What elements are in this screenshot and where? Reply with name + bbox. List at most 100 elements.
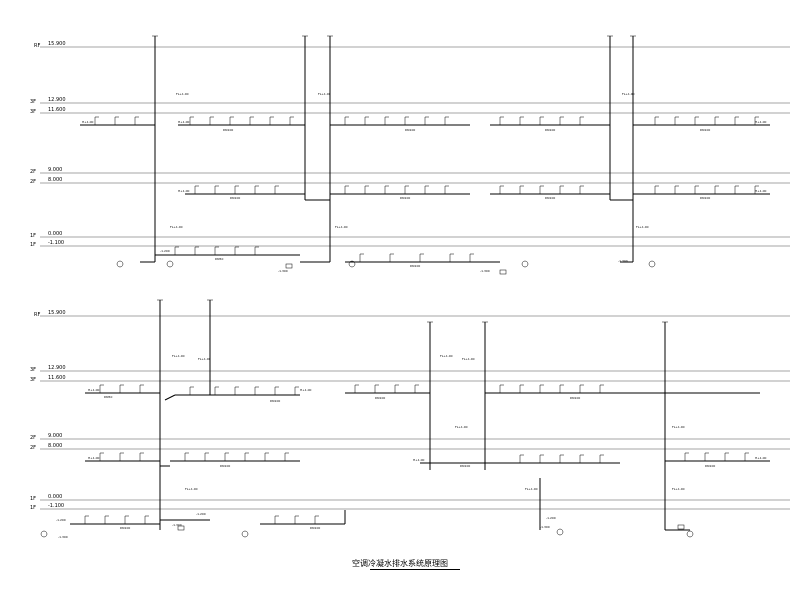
level-value: 0.000 bbox=[48, 231, 62, 237]
level-value: 12.900 bbox=[48, 97, 66, 103]
riser-tops bbox=[157, 299, 668, 323]
level-tag: 2F bbox=[30, 169, 36, 175]
branch-1f bbox=[70, 478, 690, 531]
floor-line-1f-lower: 1F -1.100 bbox=[30, 240, 790, 248]
level-tag: RF bbox=[34, 312, 40, 318]
level-tag: 2F bbox=[30, 435, 36, 441]
level-value: 8.000 bbox=[48, 177, 62, 183]
floor-line-2f-lower: 2F 8.000 bbox=[30, 443, 790, 451]
pipe-label: FL+1.00 bbox=[176, 92, 189, 96]
pipe-label: DN100 bbox=[545, 128, 555, 132]
level-value: 11.600 bbox=[48, 375, 66, 381]
floor-line-1f-upper: 1F 0.000 bbox=[30, 231, 790, 239]
pipe-label: DN100 bbox=[460, 464, 470, 468]
level-value: 15.900 bbox=[48, 41, 66, 47]
floor-line-2f-upper: 2F 9.000 bbox=[30, 433, 790, 441]
top-panel: RF 15.900 3F 12.900 3F 11.600 2F 9.000 2… bbox=[30, 35, 790, 275]
pipe-label: DN100 bbox=[270, 399, 280, 403]
pipe-label: DN100 bbox=[220, 464, 230, 468]
pipe-label: DN100 bbox=[223, 128, 233, 132]
level-value: 8.000 bbox=[48, 443, 62, 449]
outlet-symbols-top bbox=[116, 260, 656, 275]
pipe-label: H+1.00 bbox=[755, 120, 767, 124]
pipe-label: H+1.00 bbox=[82, 120, 94, 124]
pipe-label: FL+1.00 bbox=[440, 354, 453, 358]
level-tag: 1F bbox=[30, 242, 36, 248]
level-value: 15.900 bbox=[48, 310, 66, 316]
pipe-label: FL+1.00 bbox=[318, 92, 331, 96]
level-tag: 1F bbox=[30, 496, 36, 502]
level-tag: RF bbox=[34, 43, 40, 49]
pipe-label: DN100 bbox=[570, 396, 580, 400]
branch-1f bbox=[140, 254, 633, 263]
pipe-label: FL+1.00 bbox=[455, 425, 468, 429]
pipe-label: -1.200 bbox=[196, 512, 206, 516]
fixture-stubs-bottom bbox=[84, 384, 749, 524]
outlet-symbols-bottom bbox=[40, 524, 694, 538]
floor-line-2f-upper: 2F 9.000 bbox=[30, 167, 790, 175]
pipe-label: FL+1.00 bbox=[525, 487, 538, 491]
pipe-label: -1.300 bbox=[480, 269, 490, 273]
floor-line-1f-upper: 1F 0.000 bbox=[30, 494, 790, 502]
pipe-label: -1.200 bbox=[56, 518, 66, 522]
pipe-label: DN50 bbox=[104, 395, 112, 399]
pipe-label: H+1.00 bbox=[88, 456, 100, 460]
level-tag: 2F bbox=[30, 179, 36, 185]
floor-line-3f-lower: 3F 11.600 bbox=[30, 375, 790, 383]
pipe-label: -1.300 bbox=[172, 523, 182, 527]
pipe-label: FL+1.00 bbox=[335, 225, 348, 229]
pipe-label: DN100 bbox=[700, 196, 710, 200]
pipe-label: -1.300 bbox=[540, 525, 550, 529]
floor-line-rf: RF 15.900 bbox=[34, 310, 790, 318]
branch-3f bbox=[85, 392, 760, 401]
pipe-label: DN100 bbox=[545, 196, 555, 200]
floor-line-2f-lower: 2F 8.000 bbox=[30, 177, 790, 185]
floor-line-1f-lower: 1F -1.100 bbox=[30, 503, 790, 511]
pipe-label: DN100 bbox=[375, 396, 385, 400]
pipe-label: -1.200 bbox=[160, 249, 170, 253]
pipe-label: FL+1.00 bbox=[672, 487, 685, 491]
riser-pipes bbox=[159, 300, 666, 530]
pipe-label: H+1.00 bbox=[88, 388, 100, 392]
pipe-label: DN100 bbox=[700, 128, 710, 132]
level-tag: 3F bbox=[30, 99, 36, 105]
pipe-label: DN100 bbox=[410, 264, 420, 268]
pipe-label: DN100 bbox=[705, 464, 715, 468]
branch-2f bbox=[185, 193, 770, 201]
pipe-label: H+1.00 bbox=[413, 458, 425, 462]
pipe-labels-bottom: FL+1.00 FL+1.00 FL+1.00 FL+1.00 FL+1.00 … bbox=[56, 354, 767, 539]
pipe-label: FL+1.00 bbox=[198, 357, 211, 361]
branch-2f bbox=[85, 460, 770, 467]
level-value: -1.100 bbox=[48, 240, 64, 246]
pipe-label: -1.200 bbox=[546, 516, 556, 520]
floor-line-3f-upper: 3F 12.900 bbox=[30, 97, 790, 105]
pipe-label: H+1.00 bbox=[755, 456, 767, 460]
level-tag: 1F bbox=[30, 505, 36, 511]
pipe-label: FL+1.00 bbox=[185, 487, 198, 491]
pipe-label: DN100 bbox=[230, 196, 240, 200]
bottom-panel: RF 15.900 3F 12.900 3F 11.600 2F 9.000 2… bbox=[30, 299, 790, 539]
fixture-stubs-top bbox=[94, 116, 759, 262]
pipe-label: DN100 bbox=[310, 526, 320, 530]
floor-line-3f-lower: 3F 11.600 bbox=[30, 107, 790, 115]
level-tag: 3F bbox=[30, 367, 36, 373]
level-tag: 3F bbox=[30, 109, 36, 115]
level-value: 0.000 bbox=[48, 494, 62, 500]
level-value: 9.000 bbox=[48, 433, 62, 439]
pipe-labels-top: FL+1.00 FL+1.00 FL+1.00 FL+1.00 FL+1.00 … bbox=[82, 92, 767, 273]
pipe-label: H+1.00 bbox=[178, 189, 190, 193]
pipe-label: FL+1.00 bbox=[622, 92, 635, 96]
pipe-label: FL+1.00 bbox=[636, 225, 649, 229]
floor-line-3f-upper: 3F 12.900 bbox=[30, 365, 790, 373]
pipe-label: DN100 bbox=[400, 196, 410, 200]
level-tag: 3F bbox=[30, 377, 36, 383]
pipe-label: DN100 bbox=[120, 526, 130, 530]
level-value: 11.600 bbox=[48, 107, 66, 113]
pipe-label: -1.300 bbox=[278, 269, 288, 273]
pipe-label: FL+1.00 bbox=[462, 357, 475, 361]
level-tag: 2F bbox=[30, 445, 36, 451]
pipe-label: FL+1.00 bbox=[170, 225, 183, 229]
level-value: 12.900 bbox=[48, 365, 66, 371]
level-value: 9.000 bbox=[48, 167, 62, 173]
